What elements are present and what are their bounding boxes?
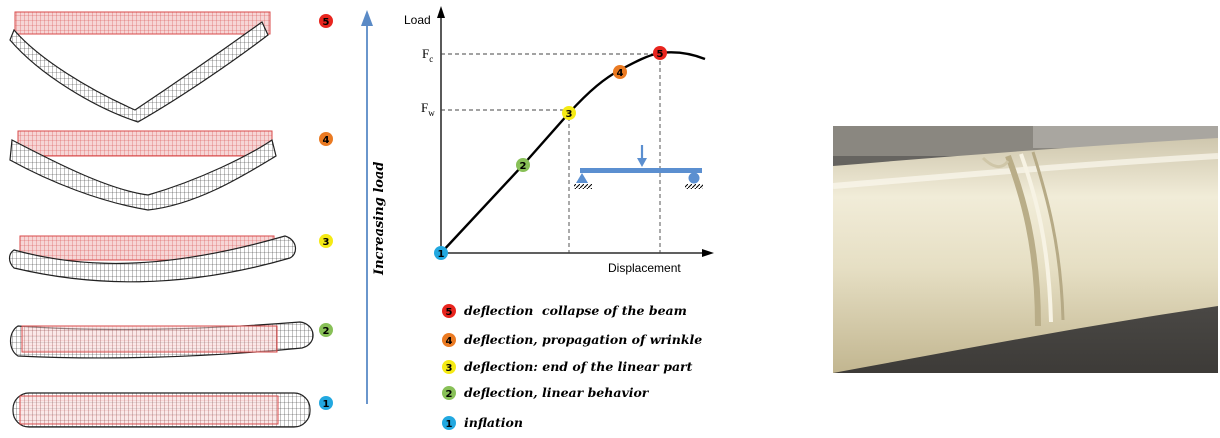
beam-state-2	[9, 321, 314, 359]
svg-text:2: 2	[520, 161, 527, 172]
curve-marker-4: 4	[613, 65, 627, 79]
legend-text-5: deflection collapse of the beam	[464, 303, 687, 318]
legend-text-3: deflection: end of the linear part	[464, 359, 693, 374]
svg-text:5: 5	[446, 307, 453, 318]
y-axis-label: Load	[404, 13, 431, 27]
beam-state-4	[9, 130, 277, 211]
legend-item-5: 5 deflection collapse of the beam	[442, 303, 687, 318]
svg-text:5: 5	[323, 17, 330, 28]
beam-load-schematic-icon	[574, 145, 703, 189]
svg-text:2: 2	[446, 389, 453, 400]
deformed-beam	[8, 235, 296, 283]
curve-marker-1: 1	[434, 246, 448, 260]
svg-text:2: 2	[323, 326, 330, 337]
deformed-beam	[9, 139, 277, 211]
legend-item-2: 2 deflection, linear behavior	[442, 385, 650, 400]
photo-wrinkled-beam	[833, 126, 1218, 373]
deformed-beam	[9, 21, 269, 123]
svg-text:4: 4	[446, 336, 453, 347]
svg-text:1: 1	[438, 249, 445, 260]
legend-marker-2: 2	[442, 386, 456, 400]
beam-marker-1: 1	[319, 396, 333, 410]
legend-item-1: 1 inflation	[442, 415, 523, 430]
curve-markers: 1 2 3 4 5	[434, 46, 667, 260]
svg-text:1: 1	[446, 419, 453, 430]
fw-label: Fw	[421, 100, 435, 118]
beam-marker-4: 4	[319, 132, 333, 146]
svg-text:3: 3	[566, 109, 573, 120]
x-axis-label: Displacement	[608, 261, 681, 275]
reference-beam	[14, 11, 271, 35]
svg-text:4: 4	[323, 135, 330, 146]
beam-state-1	[12, 392, 311, 428]
beam-state-3	[8, 235, 296, 283]
load-displacement-graph: Load Displacement Fc Fw 1 2 3 4 5	[404, 6, 714, 275]
legend-marker-3: 3	[442, 360, 456, 374]
reference-beam	[21, 325, 278, 353]
fc-label: Fc	[422, 46, 433, 64]
svg-text:5: 5	[657, 49, 664, 60]
legend-marker-1: 1	[442, 416, 456, 430]
svg-text:1: 1	[323, 399, 330, 410]
legend-marker-4: 4	[442, 333, 456, 347]
legend-text-1: inflation	[464, 415, 523, 430]
legend-text-2: deflection, linear behavior	[464, 385, 650, 400]
curve-marker-5: 5	[653, 46, 667, 60]
beam-markers: 1 2 3 4 5	[319, 14, 333, 410]
increasing-load-label: Increasing load	[372, 162, 387, 276]
reference-beam	[17, 130, 273, 157]
legend-text-4: deflection, propagation of wrinkle	[464, 332, 702, 347]
legend-marker-5: 5	[442, 304, 456, 318]
beam-state-5	[9, 11, 271, 123]
beam-marker-3: 3	[319, 234, 333, 248]
load-curve	[440, 51, 706, 254]
legend: 5 deflection collapse of the beam 4 deflect…	[442, 303, 702, 430]
beam-marker-5: 5	[319, 14, 333, 28]
beam-marker-2: 2	[319, 323, 333, 337]
curve-marker-3: 3	[562, 106, 576, 120]
svg-text:3: 3	[446, 363, 453, 374]
svg-text:3: 3	[323, 237, 330, 248]
increasing-load-arrow: Increasing load	[361, 10, 387, 404]
curve-marker-2: 2	[516, 158, 530, 172]
svg-text:4: 4	[617, 68, 624, 79]
reference-beam	[19, 395, 279, 425]
legend-item-4: 4 deflection, propagation of wrinkle	[442, 332, 702, 347]
legend-item-3: 3 deflection: end of the linear part	[442, 359, 693, 374]
